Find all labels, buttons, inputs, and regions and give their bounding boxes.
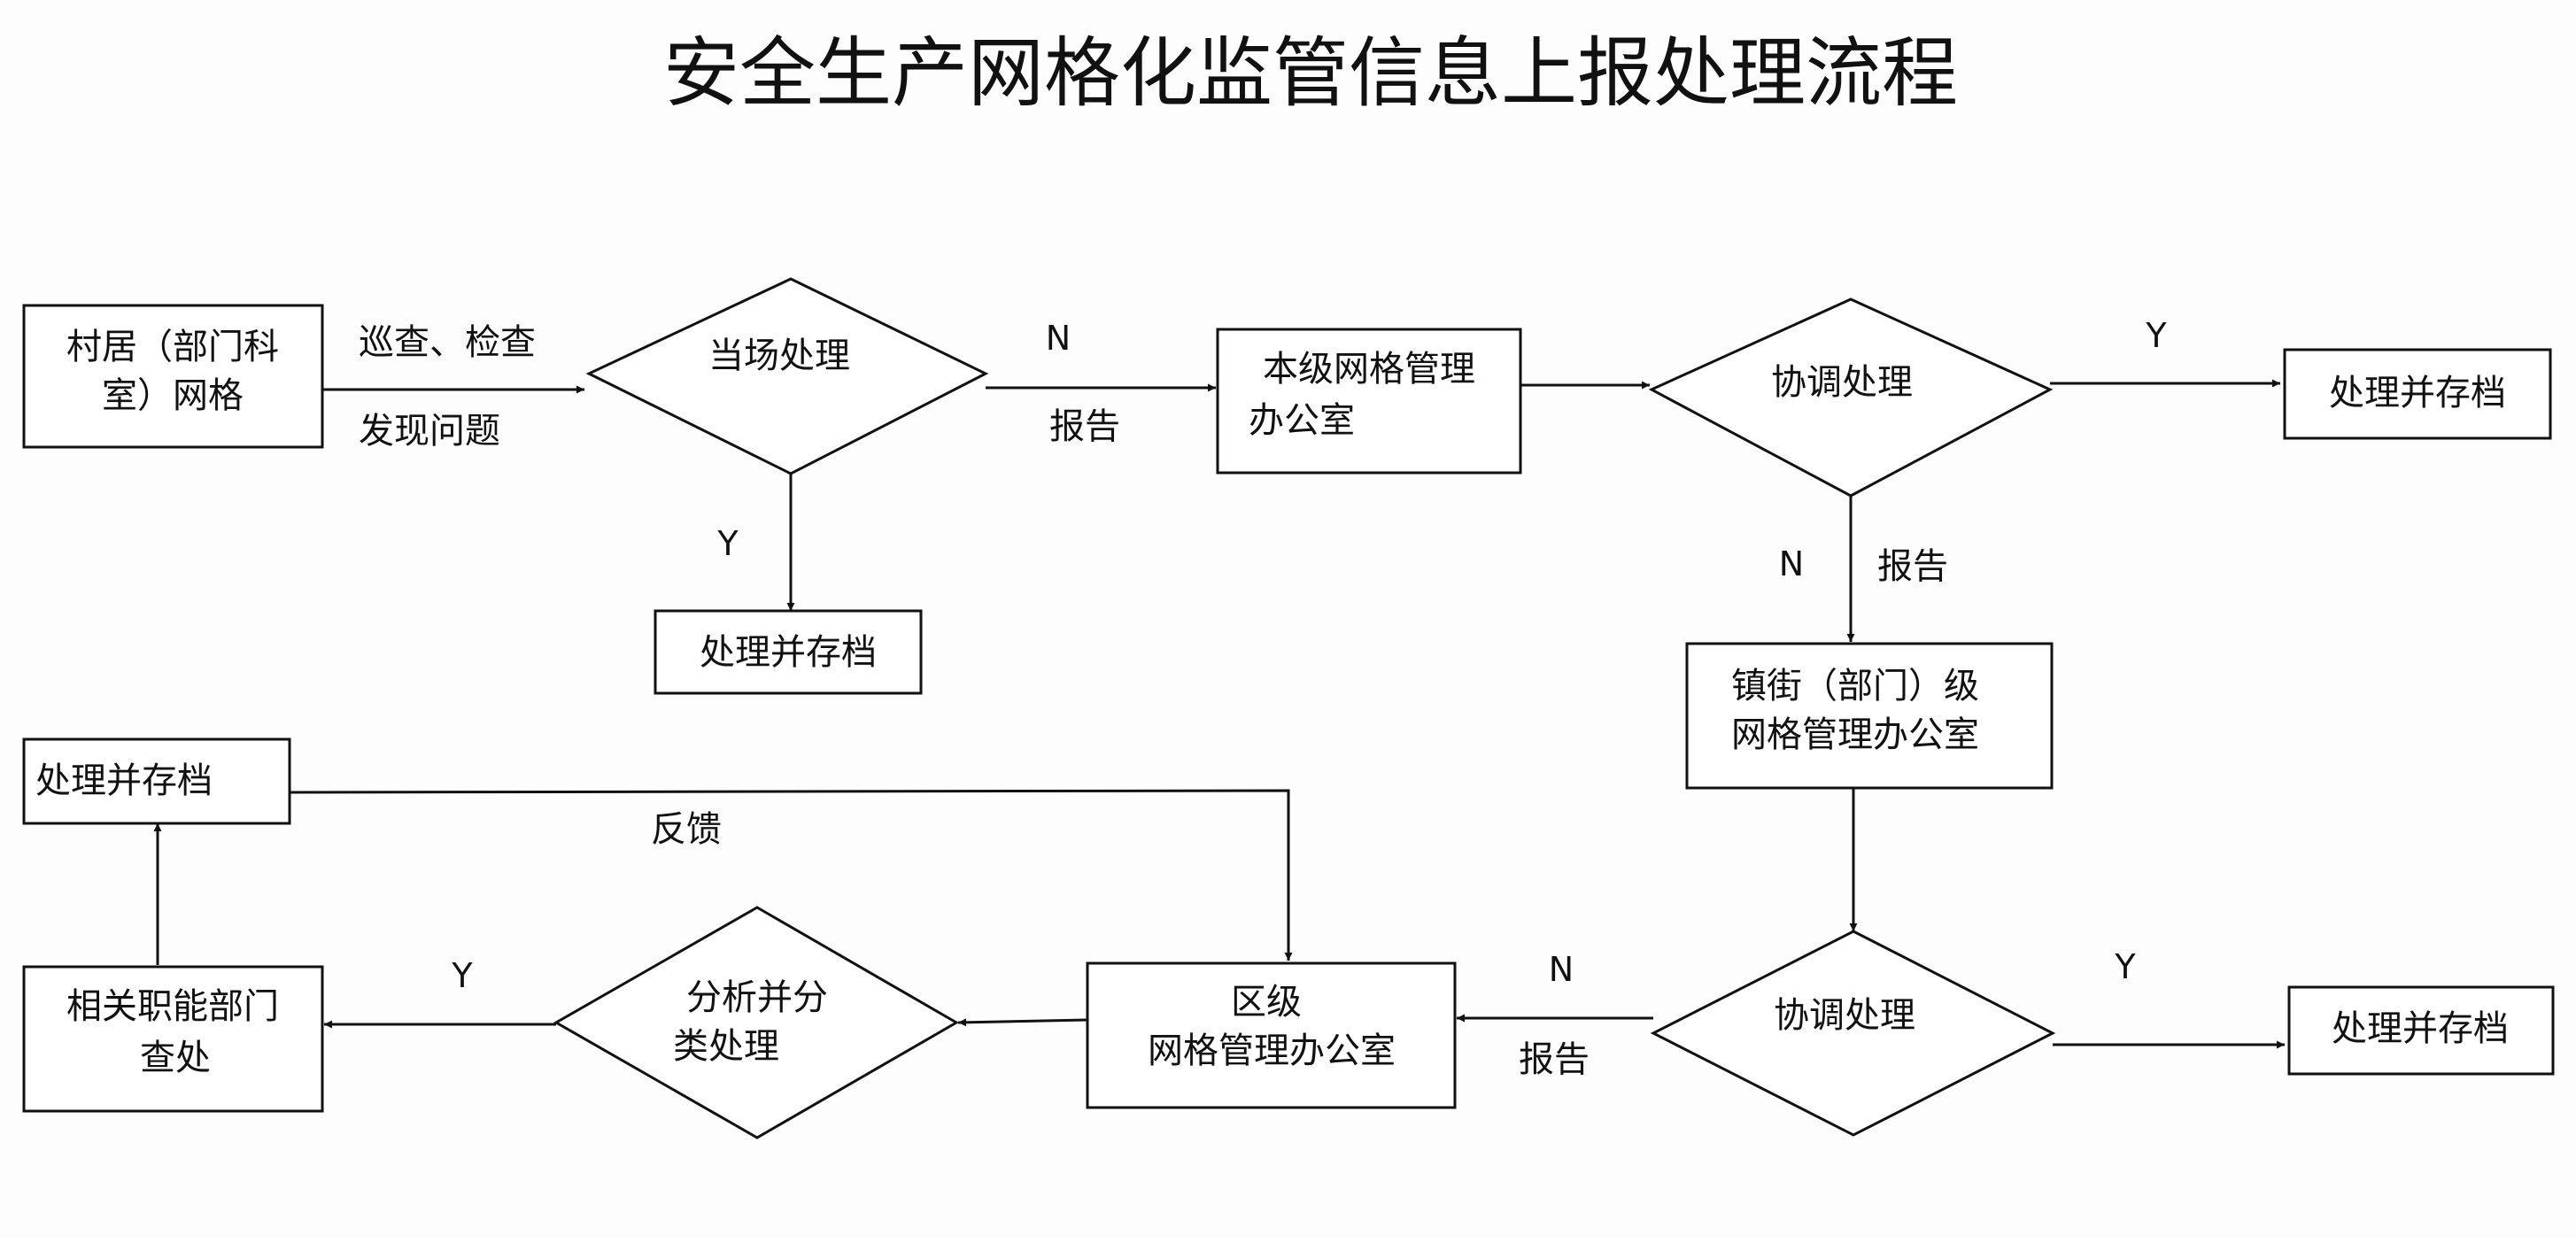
decision-coordinate-1-label: 协调处理 (1771, 362, 1913, 403)
node-town-office: 镇街（部门）级 网格管理办公室 (1685, 642, 2054, 790)
node-town-office-line2: 网格管理办公室 (1731, 714, 1979, 755)
edge-label-n-onsite: N (1046, 319, 1071, 358)
node-archive-4-label: 处理并存档 (35, 760, 213, 801)
node-departments: 相关职能部门 查处 (22, 965, 324, 1113)
decision-on-site: 当场处理 (585, 277, 989, 475)
edge-district-office-to-analyze (957, 1018, 1088, 1027)
edge-label-report-2: 报告 (1877, 546, 1948, 587)
node-departments-line1: 相关职能部门 (66, 986, 279, 1027)
edge-label-n-coord2: N (1549, 950, 1574, 989)
decision-on-site-label: 当场处理 (708, 336, 850, 376)
edge-label-y-coord2: Y (2114, 947, 2136, 986)
edge-label-y-coord1: Y (2145, 316, 2167, 355)
node-village-grid-line1: 村居（部门科 (66, 327, 279, 367)
node-archive-1-label: 处理并存档 (700, 632, 877, 673)
node-local-office-line1: 本级网格管理 (1263, 349, 1475, 390)
edge-label-patrol: 巡查、检查 (359, 322, 536, 363)
node-village-grid-line2: 室）网格 (102, 375, 244, 416)
node-local-office-line2: 办公室 (1249, 400, 1355, 441)
decision-analyze: 分析并分 类处理 (553, 906, 959, 1139)
edge-label-report-1: 报告 (1049, 406, 1120, 447)
edge-label-report-3: 报告 (1519, 1039, 1590, 1080)
edge-label-y-analyze: Y (451, 956, 473, 995)
edge-feedback-to-district-office (289, 789, 1293, 961)
edge-label-discover: 发现问题 (359, 411, 500, 452)
node-archive-3-label: 处理并存档 (2332, 1008, 2509, 1049)
node-archive-3: 处理并存档 (2287, 985, 2555, 1076)
decision-analyze-line1: 分析并分 (686, 977, 828, 1018)
node-archive-1: 处理并存档 (654, 609, 923, 695)
edge-label-feedback: 反馈 (651, 809, 722, 850)
decision-analyze-line2: 类处理 (673, 1026, 779, 1067)
node-local-office: 本级网格管理 办公室 (1216, 328, 1522, 475)
node-district-office: 区级 网格管理办公室 (1086, 961, 1457, 1109)
decision-coordinate-2-label: 协调处理 (1774, 995, 1915, 1036)
decision-coordinate-2: 协调处理 (1650, 930, 2056, 1137)
node-departments-line2: 查处 (140, 1038, 211, 1078)
node-town-office-line1: 镇街（部门）级 (1731, 666, 1979, 706)
edge-label-n-coord1: N (1779, 544, 1804, 583)
page-title: 安全生产网格化监管信息上报处理流程 (663, 29, 1958, 118)
node-archive-2: 处理并存档 (2283, 348, 2552, 440)
node-archive-4: 处理并存档 (22, 737, 291, 825)
decision-coordinate-1: 协调处理 (1648, 297, 2054, 498)
node-district-office-line2: 网格管理办公室 (1148, 1031, 1396, 1071)
node-archive-2-label: 处理并存档 (2329, 373, 2506, 413)
edge-label-y-onsite: Y (716, 524, 739, 563)
node-village-grid: 村居（部门科 室）网格 (22, 304, 324, 449)
node-district-office-line1: 区级 (1231, 982, 1302, 1023)
